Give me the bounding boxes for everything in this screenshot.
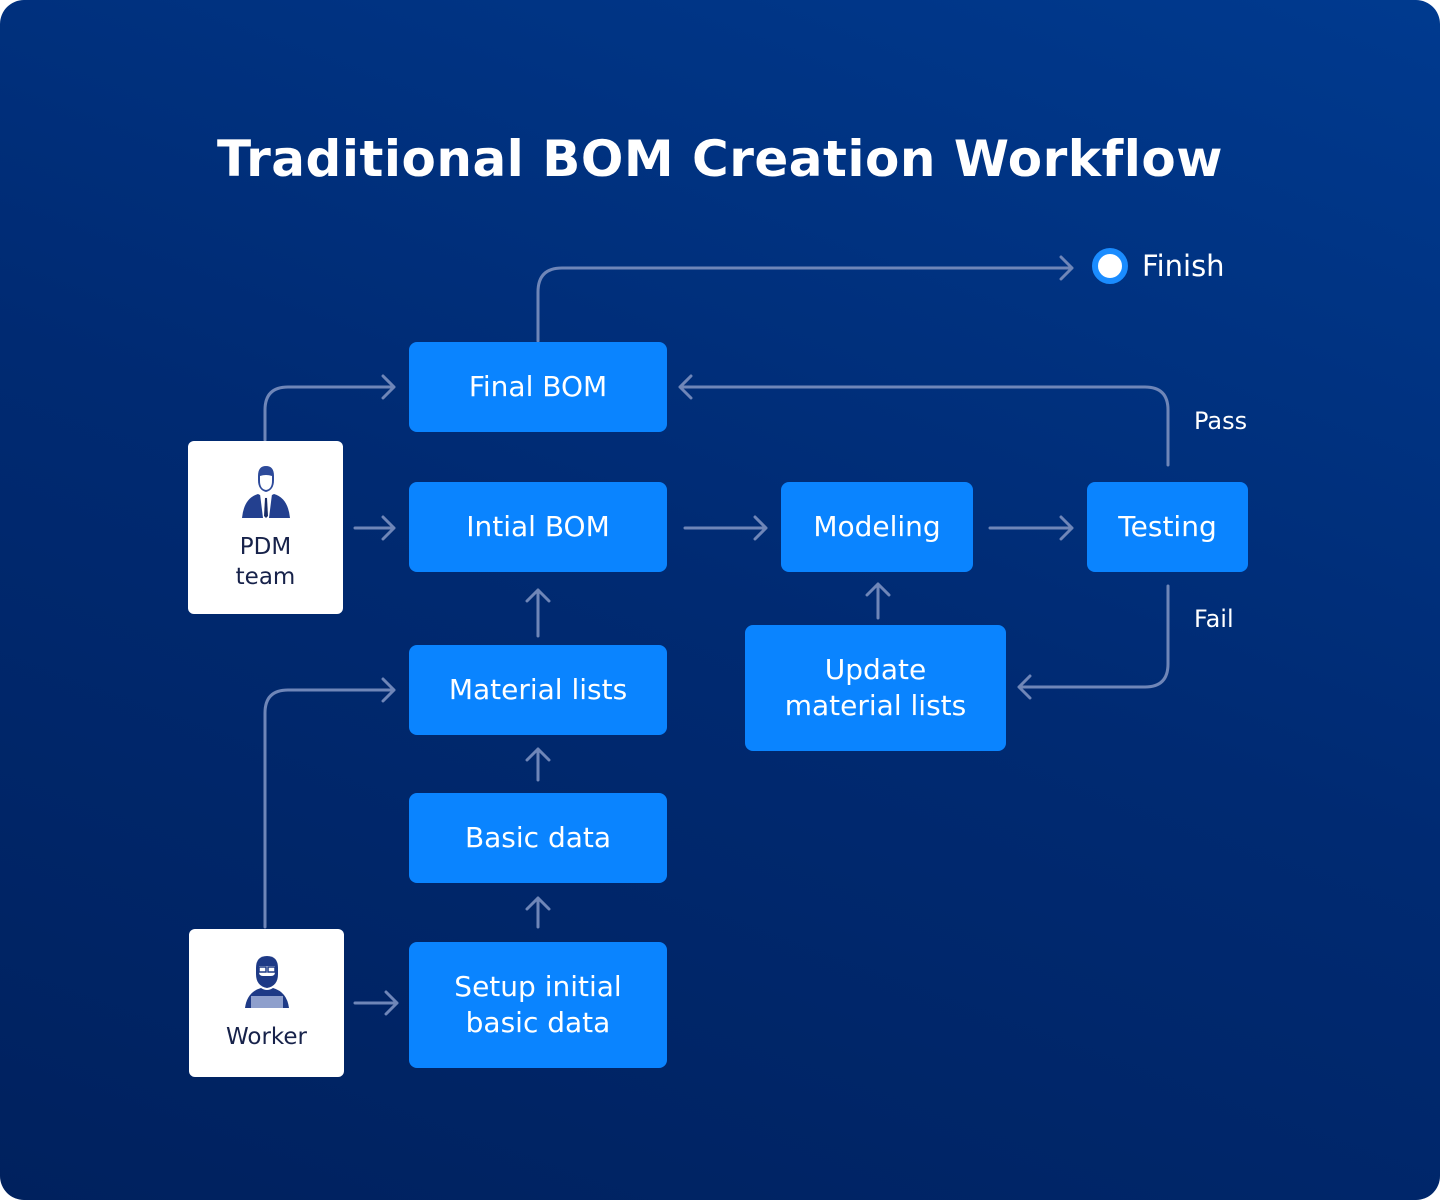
node-modeling[interactable]: Modeling xyxy=(781,482,973,572)
edge-testing-to-update-fail xyxy=(1017,584,1170,700)
actor-worker: Worker xyxy=(189,929,344,1077)
edge-label-fail: Fail xyxy=(1194,605,1234,633)
edge-update-to-modeling xyxy=(865,582,891,620)
finish-dot-icon xyxy=(1092,248,1128,284)
finish-marker: Finish xyxy=(1092,248,1225,284)
actor-pdm-team: PDM team xyxy=(188,441,343,614)
diagram-title: Traditional BOM Creation Workflow xyxy=(217,130,1223,188)
edge-setup-to-basic-data xyxy=(525,896,551,929)
edge-worker-to-setup xyxy=(353,990,399,1016)
node-testing[interactable]: Testing xyxy=(1087,482,1248,572)
node-material-lists[interactable]: Material lists xyxy=(409,645,667,735)
node-final-bom[interactable]: Final BOM xyxy=(409,342,667,432)
edge-pdm-to-initial-bom xyxy=(353,515,396,541)
actor-pdm-label: PDM team xyxy=(235,533,296,590)
edge-basic-data-to-material-lists xyxy=(525,747,551,782)
edge-material-lists-to-initial-bom xyxy=(525,588,551,638)
bearded-worker-icon xyxy=(244,956,289,1008)
edge-worker-to-material-lists xyxy=(263,677,396,929)
edge-modeling-to-testing xyxy=(988,515,1074,541)
actor-worker-label: Worker xyxy=(225,1024,308,1050)
edge-final-bom-to-finish xyxy=(536,255,1074,343)
edge-label-pass: Pass xyxy=(1194,407,1248,435)
node-update-material-lists[interactable]: Update material lists xyxy=(745,625,1006,751)
node-initial-bom[interactable]: Intial BOM xyxy=(409,482,667,572)
edge-pdm-to-final-bom xyxy=(263,374,396,442)
businessman-icon xyxy=(241,465,290,518)
edge-testing-to-final-bom-pass xyxy=(678,374,1170,467)
node-setup-initial-basic-data[interactable]: Setup initial basic data xyxy=(409,942,667,1068)
node-basic-data[interactable]: Basic data xyxy=(409,793,667,883)
edge-initial-bom-to-modeling xyxy=(683,515,768,541)
finish-label: Finish xyxy=(1142,249,1225,283)
